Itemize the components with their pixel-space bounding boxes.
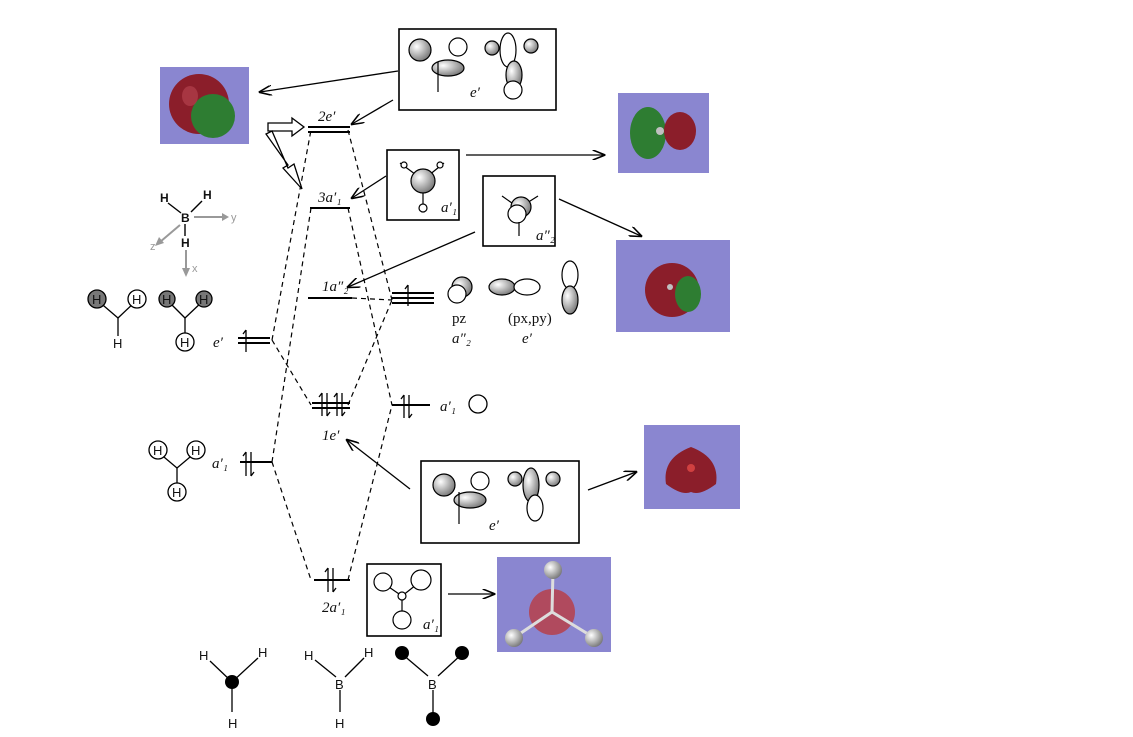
box-3a1: a′₁	[386, 149, 460, 221]
atom-h: H	[199, 292, 208, 307]
atom-h: H	[191, 443, 200, 458]
b-pz-sym: a″₂	[452, 331, 471, 347]
b-pz-orbital	[447, 276, 473, 304]
atom-h: H	[132, 292, 141, 307]
atom-h: H	[92, 292, 101, 307]
box-2a1: a′₁	[366, 563, 442, 637]
box-2a1-sym: a′₁	[423, 617, 439, 633]
atom-h: H	[203, 188, 212, 202]
axis-z-label: z	[150, 241, 156, 253]
b-pxpy-label: (px,py)	[508, 311, 552, 327]
atom-h: H	[181, 236, 190, 250]
arrows	[260, 70, 641, 594]
mo-levels: 2e′ 3a′₁ 1a″₂ 1e′ 2a′₁	[308, 109, 352, 616]
render-2a1	[497, 557, 611, 652]
level-1e-label: 1e′	[322, 428, 340, 444]
atom-h: H	[228, 716, 237, 731]
atom-h: H	[304, 648, 313, 663]
h3-a1-orbital	[148, 440, 206, 502]
render-1a2	[616, 240, 730, 332]
atom-h: H	[153, 443, 162, 458]
render-3a1	[618, 93, 709, 173]
h3-a1-label: a′₁	[212, 456, 228, 472]
b-fragment: a′₁ pz a″₂ (px,py) e′	[392, 260, 579, 419]
h3-e-label: e′	[213, 335, 224, 351]
box-3a1-sym: a′₁	[441, 200, 457, 216]
atom-h: H	[180, 335, 189, 350]
atom-h: H	[199, 648, 208, 663]
b-px-orbital	[488, 278, 541, 296]
axis-y-label: y	[231, 212, 237, 224]
box-1e-sym: e′	[489, 518, 500, 534]
render-2e	[160, 67, 249, 144]
level-3a1-label: 3a′₁	[317, 190, 342, 206]
atom-h: H	[160, 191, 169, 205]
level-1a2-label: 1a″₂	[322, 279, 348, 295]
h3-fragment: e′ a′₁ H H H H H H H H H	[87, 289, 272, 502]
atom-h: H	[258, 645, 267, 660]
b-a1-label: a′₁	[440, 399, 456, 415]
box-2e: e′	[398, 28, 557, 111]
axes-sketch: H H B H y z x	[150, 188, 237, 277]
bottom-b-ligand: B	[395, 646, 469, 726]
b-pz-label: pz	[452, 311, 467, 327]
atom-b: B	[181, 211, 190, 225]
electrons-1e	[318, 392, 346, 417]
atom-b: B	[428, 677, 437, 692]
box-2e-sym: e′	[470, 85, 481, 101]
h3-e-orbital-1	[87, 289, 147, 336]
b-py-orbital	[561, 260, 579, 315]
axis-x-label: x	[192, 263, 198, 275]
atom-b: B	[335, 677, 344, 692]
box-1a2: a″₂	[482, 175, 556, 247]
bottom-bh3: H H B H	[304, 645, 373, 731]
box-1e: e′	[420, 460, 580, 544]
box-1a2-sym: a″₂	[536, 228, 555, 244]
h3-e-orbital-2	[158, 290, 213, 352]
atom-h: H	[172, 485, 181, 500]
render-1e	[644, 425, 740, 509]
electrons-2a1	[324, 567, 337, 593]
b-pxpy-sym: e′	[522, 331, 533, 347]
bottom-h3: H H H	[199, 645, 267, 731]
b-s-orbital	[468, 394, 488, 414]
level-2a1-label: 2a′₁	[322, 600, 346, 616]
atom-h: H	[162, 292, 171, 307]
atom-h: H	[364, 645, 373, 660]
atom-h: H	[113, 336, 122, 351]
atom-h: H	[335, 716, 344, 731]
hollow-arrows	[265, 116, 306, 190]
level-2e-label: 2e′	[318, 109, 336, 125]
